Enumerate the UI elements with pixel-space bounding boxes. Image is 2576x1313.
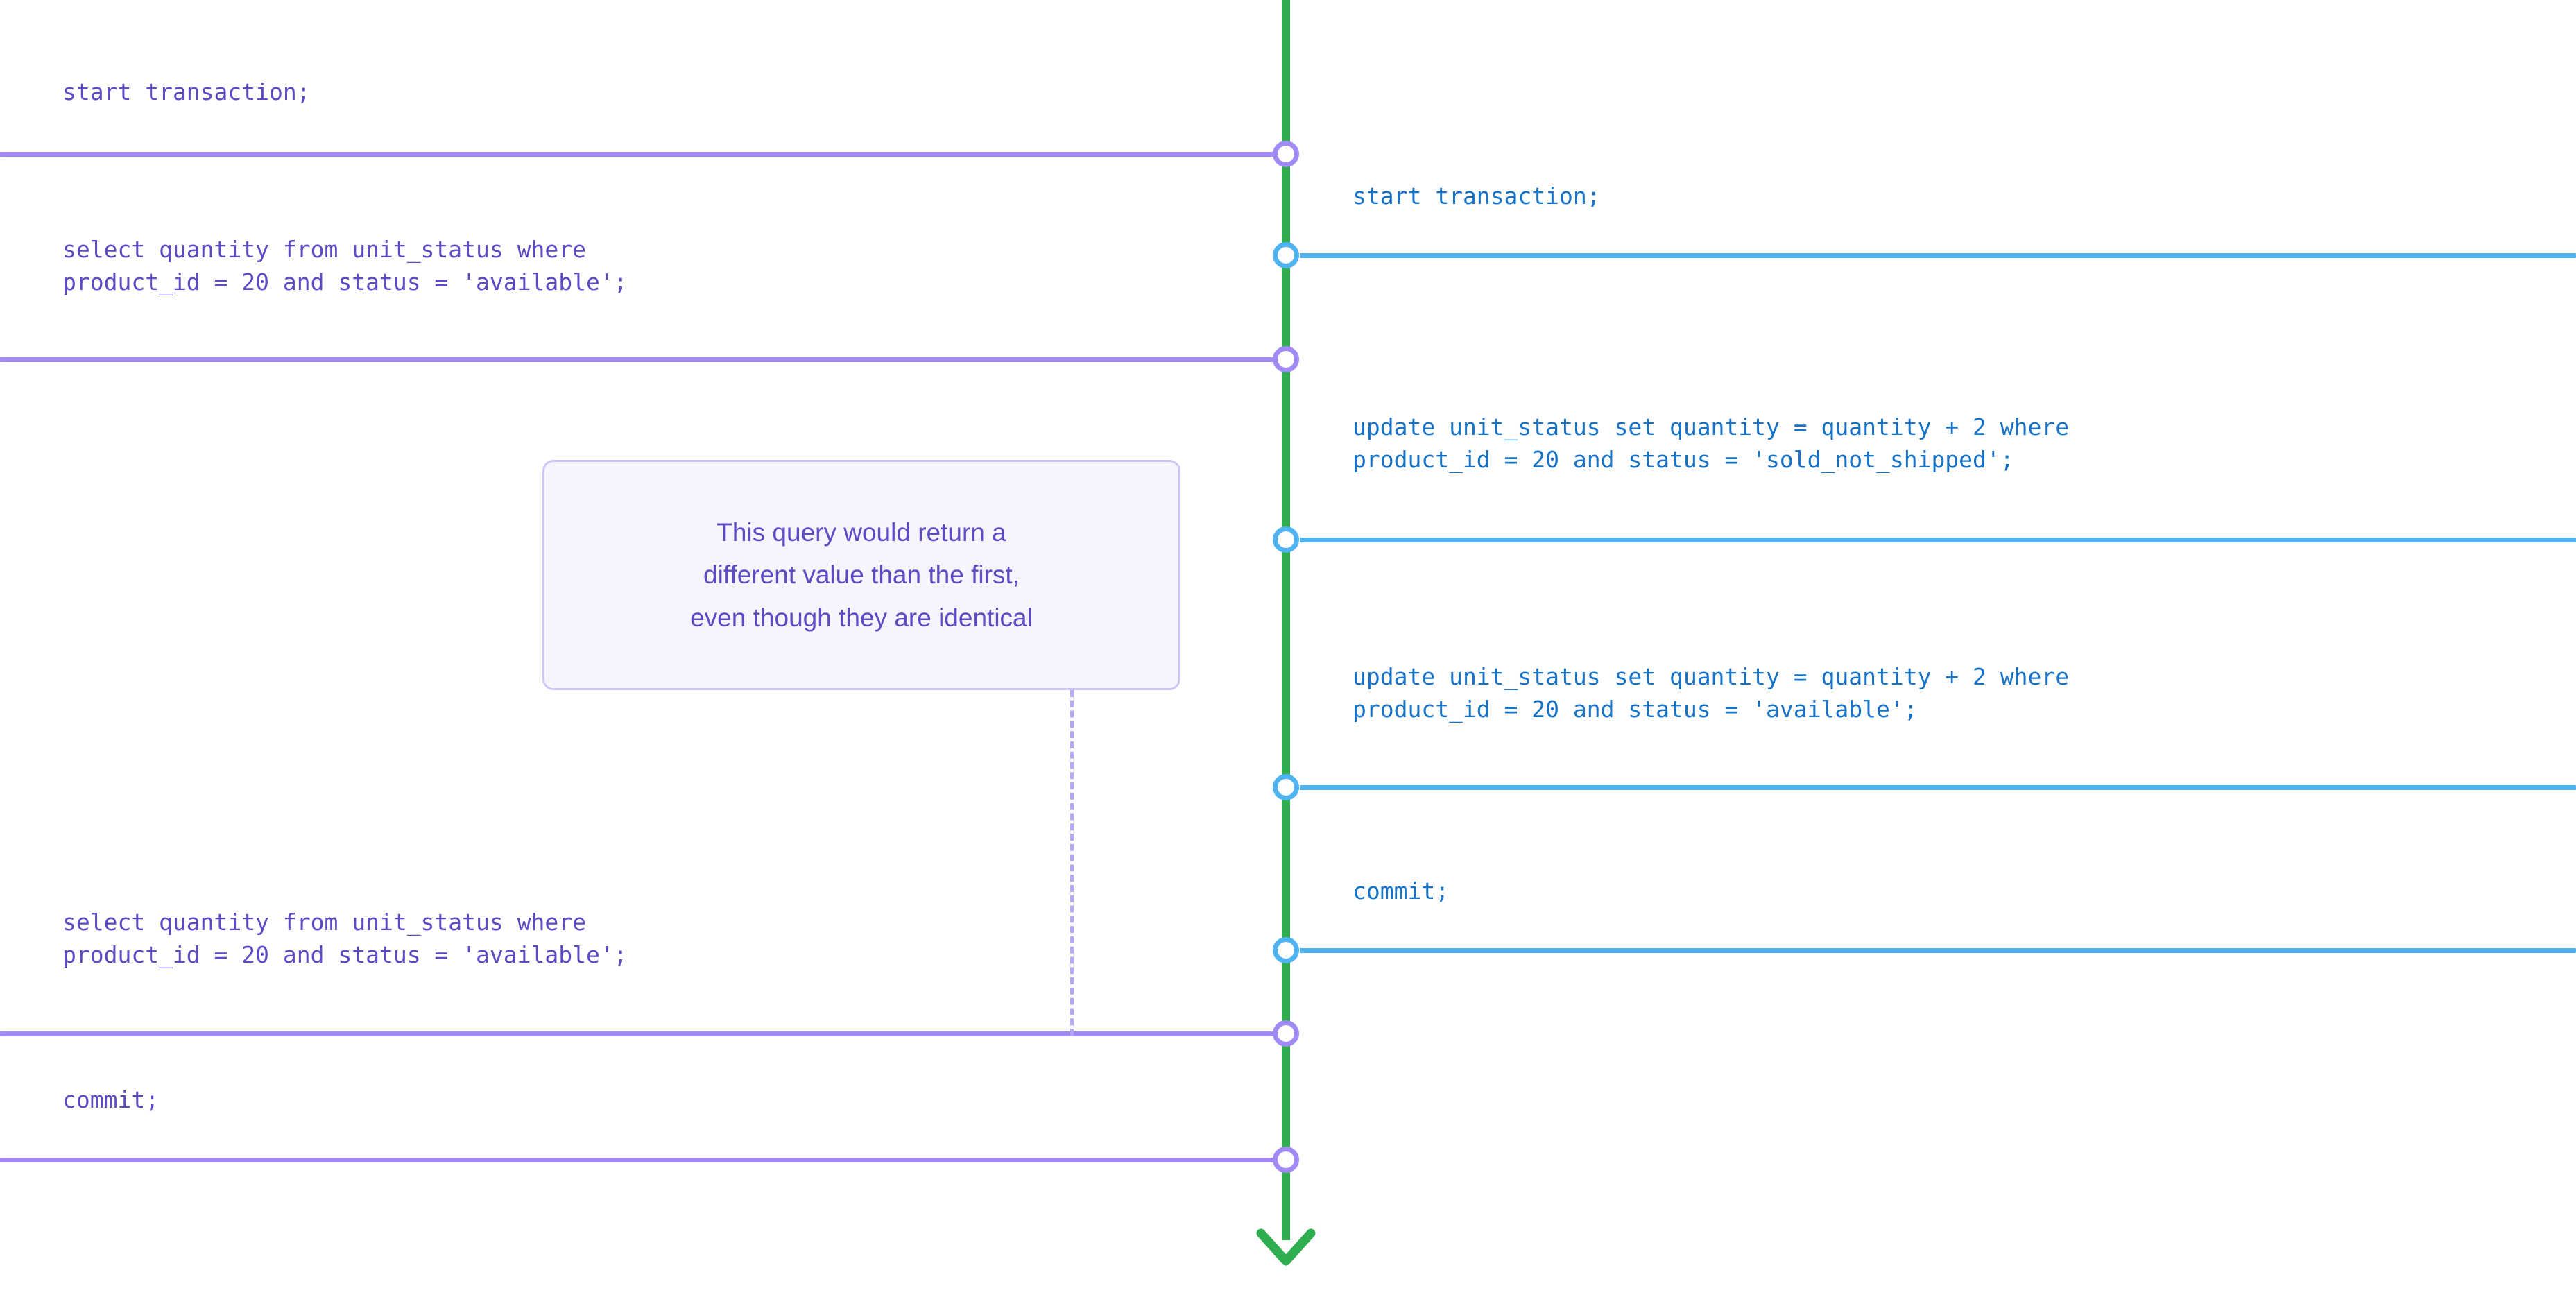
connector-right-3 [1300, 785, 2576, 790]
annotation-callout: This query would return a different valu… [542, 460, 1180, 690]
right-statement-update-available: update unit_status set quantity = quanti… [1353, 663, 2070, 723]
arrow-down-icon [1256, 1228, 1316, 1266]
connector-right-2 [1300, 538, 2576, 542]
right-statement-commit: commit; [1353, 877, 1450, 904]
left-statement-select-second: select quantity from unit_status where p… [62, 909, 628, 968]
event-node-right-2[interactable] [1273, 526, 1299, 553]
connector-left-4 [0, 1158, 1276, 1162]
event-node-right-3[interactable] [1273, 774, 1299, 800]
connector-right-1 [1300, 253, 2576, 258]
left-statement-commit: commit; [62, 1086, 160, 1113]
connector-left-3 [0, 1031, 1276, 1036]
annotation-leader-line [1070, 690, 1074, 1036]
right-statement-update-sold-not-shipped: update unit_status set quantity = quanti… [1353, 413, 2070, 473]
left-statement-select-first: select quantity from unit_status where p… [62, 236, 628, 295]
right-statement-start-transaction: start transaction; [1353, 182, 1601, 209]
event-node-left-4[interactable] [1273, 1147, 1299, 1173]
annotation-callout-text: This query would return a different valu… [690, 518, 1033, 632]
event-node-left-1[interactable] [1273, 141, 1299, 167]
connector-left-2 [0, 357, 1276, 362]
connector-left-1 [0, 152, 1276, 157]
event-node-left-3[interactable] [1273, 1020, 1299, 1047]
left-statement-start-transaction: start transaction; [62, 78, 311, 105]
connector-right-4 [1300, 948, 2576, 953]
event-node-right-1[interactable] [1273, 242, 1299, 268]
timeline-axis [1282, 0, 1290, 1240]
event-node-left-2[interactable] [1273, 346, 1299, 372]
event-node-right-4[interactable] [1273, 937, 1299, 963]
